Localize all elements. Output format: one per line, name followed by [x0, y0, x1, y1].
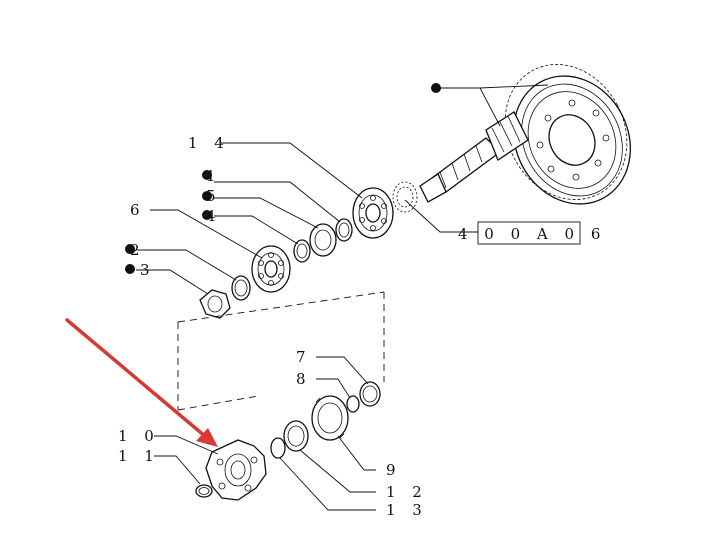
ring-gear: [504, 64, 632, 205]
pinion-shaft: [419, 111, 529, 203]
label-5: 5: [206, 187, 222, 205]
label-9: 9: [386, 461, 402, 479]
spacer-item-5: [309, 223, 337, 257]
red-pointer-arrow: [65, 318, 218, 447]
ring-item-1: [335, 218, 353, 242]
ring-item-4: [293, 239, 311, 263]
snap-ring-item-2: [231, 275, 251, 301]
o-ring-item-11: [195, 484, 213, 498]
ring-item-12: [283, 420, 309, 452]
nut-item-3: [199, 289, 231, 319]
bearing-item-14: [352, 187, 394, 239]
ring-item-7: [359, 381, 381, 407]
callout-dots: [125, 83, 441, 274]
shim-ring: [392, 181, 418, 213]
label-1: 1: [206, 167, 222, 185]
bearing-item-6: [251, 245, 291, 293]
reference-box: [477, 221, 581, 245]
label-8: 8: [296, 370, 312, 388]
label-11: 1 1: [118, 447, 160, 465]
seal-item-9: [311, 395, 349, 441]
label-2: 2: [130, 241, 146, 259]
label-6: 6: [130, 201, 146, 219]
flange-item-10: [205, 439, 267, 501]
label-14: 1 4: [188, 134, 230, 152]
label-3: 3: [140, 261, 156, 279]
label-13: 1 3: [386, 501, 428, 519]
leader-lines: [136, 84, 549, 511]
housing-outline: [177, 291, 385, 411]
label-12: 1 2: [386, 483, 428, 501]
label-4: 4: [206, 207, 222, 225]
label-10: 1 0: [118, 427, 160, 445]
label-400a06: 4 0 0 A 0 6: [458, 225, 606, 243]
o-ring-item-13: [270, 437, 286, 459]
ring-item-8: [346, 395, 360, 413]
label-7: 7: [296, 348, 312, 366]
